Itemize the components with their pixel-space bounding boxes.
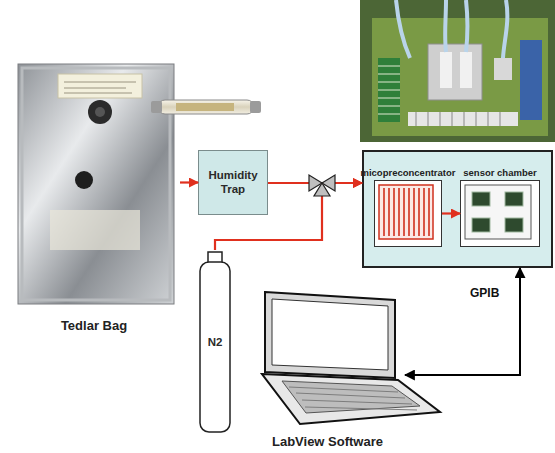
pcb-board — [372, 18, 548, 136]
instrument-box: micopreconcentrator sensor chamber — [362, 150, 553, 268]
valve-symbol — [314, 183, 330, 196]
gas-tubes — [396, 0, 507, 58]
gas-cylinder — [200, 262, 230, 432]
sensor-chip — [472, 192, 490, 206]
pcb-photo — [360, 0, 555, 142]
valve-symbol — [322, 175, 335, 191]
sorbent-tube — [158, 100, 254, 114]
sensor-chip — [505, 218, 523, 232]
terminal-dividers — [416, 112, 500, 126]
bag-photo — [18, 64, 174, 304]
keyboard-rows — [289, 387, 417, 410]
node-label: N2 — [208, 336, 223, 350]
tube-cap — [250, 101, 261, 113]
laptop-keyboard — [282, 381, 420, 413]
heater-element — [379, 185, 433, 239]
terminal-screws — [378, 66, 400, 114]
bag-fitting — [75, 171, 93, 189]
laptop-display — [272, 299, 388, 370]
laptop-node: LabView Software — [250, 285, 405, 450]
laptop-base — [262, 374, 440, 424]
data-bus-arrow — [405, 268, 520, 375]
sensor-chamber-box: sensor chamber — [460, 180, 540, 247]
sticker-lines — [64, 82, 136, 93]
bag-cap — [88, 100, 112, 124]
bag-sticker — [58, 74, 142, 98]
terminal-block — [378, 58, 400, 122]
gas-flow-arrow — [215, 183, 362, 250]
sensor-housing — [428, 44, 482, 100]
tube-packing — [176, 103, 234, 111]
valve-symbol — [309, 175, 322, 191]
tube-cap — [151, 101, 162, 113]
terminal-row — [408, 112, 518, 126]
bag-seam — [22, 68, 170, 300]
sensor-board — [465, 185, 531, 239]
humidity-trap-box: Humidity Trap — [198, 150, 268, 215]
terminal-block — [520, 40, 542, 120]
housing-part — [460, 52, 472, 88]
sensor-chip — [472, 218, 490, 232]
edge-label: GPIB — [470, 286, 499, 300]
gas-flow-arrow — [442, 212, 460, 214]
node-label: Humidity Trap — [202, 169, 264, 197]
connector — [494, 58, 512, 80]
sample-bag: Tedlar Bag — [8, 62, 180, 334]
node-label: sensor chamber — [437, 167, 555, 178]
gas-flow-arrow — [180, 181, 198, 183]
sensor-chip — [505, 192, 523, 206]
gas-flow-arrow — [268, 182, 362, 184]
laptop-screen — [265, 292, 395, 378]
housing-part — [440, 52, 452, 88]
preconcentrator-box: micopreconcentrator — [374, 180, 442, 247]
gas-cylinder-node: N2 — [196, 250, 234, 435]
bag-label — [50, 210, 140, 250]
node-label: micopreconcentrator — [351, 167, 465, 178]
node-label: LabView Software — [240, 434, 415, 449]
bag-cap-center — [95, 107, 105, 117]
heater-stripes — [384, 188, 429, 236]
node-label: Tedlar Bag — [0, 318, 190, 333]
